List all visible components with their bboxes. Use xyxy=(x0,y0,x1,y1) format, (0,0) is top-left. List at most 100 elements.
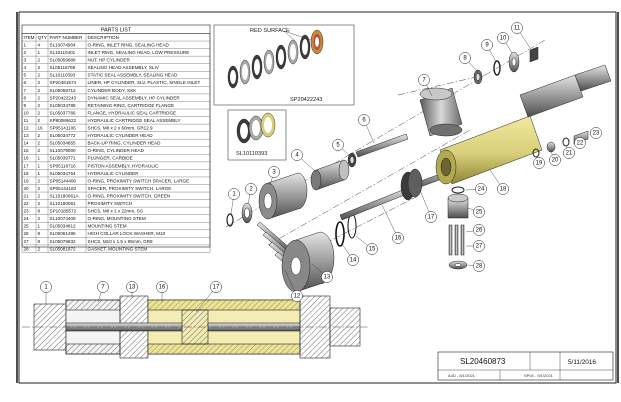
parts-list-cell: 2 xyxy=(38,88,41,93)
parts-list-cell: SL05116769 xyxy=(50,65,76,70)
parts-list-cell: 2 xyxy=(38,133,41,138)
parts-list-cell: 6 xyxy=(24,80,27,85)
parts-list-cell: 17 xyxy=(24,163,30,168)
callout-circle xyxy=(347,254,359,266)
parts-list-cell: SHCS, M8 x 2 x 60mm, GR12.9 xyxy=(88,126,154,131)
section-view xyxy=(22,292,368,364)
part-o-ring-1 xyxy=(226,213,234,227)
parts-list-cell: SL05037766 xyxy=(50,110,77,115)
parts-list-cell: 8 xyxy=(38,209,41,214)
parts-list-cell: SL05039771 xyxy=(50,156,77,161)
callout-number: 8 xyxy=(463,55,467,61)
detail-label-part-number-top: SP20422243 xyxy=(290,97,322,103)
parts-list-cell: SL05034764 xyxy=(50,171,77,176)
callout-circle xyxy=(392,232,404,244)
parts-list-cell: 24 xyxy=(24,216,30,221)
callout-circle xyxy=(590,127,602,139)
parts-list-cell: 19 xyxy=(24,178,30,183)
parts-list-cell: 2 xyxy=(38,148,41,153)
detail-box-static-seal: SL10110393 xyxy=(227,109,287,161)
callout-circle xyxy=(245,183,257,195)
callout-number: 15 xyxy=(369,246,376,252)
callout-circle xyxy=(473,240,485,252)
callout-number: 4 xyxy=(295,152,299,158)
callout-number: 19 xyxy=(536,160,543,166)
drawing-number: SL20460873 xyxy=(460,357,506,366)
callout-circle xyxy=(574,137,586,149)
callout-circle xyxy=(418,74,430,86)
detail-label-red-surface: RED SURFACE xyxy=(250,28,290,34)
parts-list-cell: 2 xyxy=(38,110,41,115)
parts-list-cell: 2 xyxy=(38,246,41,251)
parts-list-cell: 8 xyxy=(38,231,41,236)
part-proximity-green-o-ring xyxy=(562,137,570,147)
parts-list-cell: DYNAMIC SEAL ASSEMBLY, HP CYLINDER xyxy=(88,95,181,100)
parts-list-cell: INLET RING, SEALING HEAD, LOW PRESSURE xyxy=(88,50,190,55)
callout-leader xyxy=(381,204,399,239)
parts-list-cell: O-RING, INLET RING, SEALING HEAD xyxy=(88,42,170,47)
parts-list-cell: 1 xyxy=(38,163,41,168)
callout-circle xyxy=(533,157,545,169)
parts-list-cell: PLUNGER, CARBIDE xyxy=(88,156,133,161)
parts-list-cell: O-RING, PROXIMITY SWITCH SPACER, LARGE xyxy=(88,178,190,183)
parts-list-cell: 8 xyxy=(38,239,41,244)
parts-list-cell: 1 xyxy=(38,50,41,55)
parts-list-cell: 4 xyxy=(24,65,27,70)
parts-list-cell: 2 xyxy=(38,95,41,100)
parts-list-cell: O-RING, MOUNTING STEM xyxy=(88,216,146,221)
parts-list-cell: SP20481574 xyxy=(50,80,77,85)
parts-list-cell: SP05118716 xyxy=(50,163,77,168)
callout-number: 24 xyxy=(478,186,485,192)
parts-list-cell: 2 xyxy=(38,103,41,108)
detail-label-part-number-mid: SL10110393 xyxy=(236,151,267,157)
parts-list-cell: HYDRAULIC CARTRIDGE SEAL ASSEMBLY xyxy=(88,118,181,123)
callout-number: 27 xyxy=(476,243,483,249)
callout-number: 20 xyxy=(552,157,559,163)
parts-list-cell: SL10110393 xyxy=(50,73,76,78)
parts-list-cell: 2 xyxy=(38,216,41,221)
parts-list-cell: 18 xyxy=(24,171,30,176)
callout-circle xyxy=(291,149,303,161)
callout-number: 17 xyxy=(428,214,435,220)
callout-number: 18 xyxy=(500,186,507,192)
drawing-date: 5/11/2016 xyxy=(568,359,596,366)
parts-list-cell: RETAINING RING, CARTRIDGE FLANGE xyxy=(88,103,175,108)
parts-list-cell: HYDRAULIC CYLINDER xyxy=(88,171,140,176)
parts-list-cell: 2 xyxy=(38,73,41,78)
callout-number: 11 xyxy=(514,25,521,31)
section-callout-circle xyxy=(97,281,109,293)
parts-list-cell: SL05061486 xyxy=(50,231,77,236)
parts-list-cell: SP20422243 xyxy=(50,95,77,100)
section-callout-number: 17 xyxy=(213,284,220,290)
callout-circle xyxy=(511,22,523,34)
callout-circle xyxy=(475,183,487,195)
seal-ring-stack-top xyxy=(227,29,324,89)
callout-circle xyxy=(473,260,485,272)
parts-list-header-cell: ITEM xyxy=(24,35,35,40)
parts-list-cell: 11 xyxy=(24,118,29,123)
parts-list-cell: GASKET, MOUNTING STEM xyxy=(88,246,148,251)
parts-list-cell: SP80086622 xyxy=(50,118,77,123)
callout-circle xyxy=(268,166,280,178)
callout-number: 10 xyxy=(500,35,507,41)
seal-ring-stack-mid xyxy=(236,112,276,144)
callout-circle xyxy=(228,188,240,200)
callout-circle xyxy=(563,147,575,159)
callout-number: 28 xyxy=(476,263,483,269)
parts-list-cell: NUT, HP CYLINDER xyxy=(88,58,131,63)
parts-list-cell: SP05141106 xyxy=(50,126,77,131)
parts-list-cell: SP05144490 xyxy=(50,178,77,183)
callout-circle xyxy=(473,206,485,218)
parts-list-cell: 2 xyxy=(38,193,41,198)
part-backup-ring xyxy=(335,221,345,247)
parts-list-cell: SL05034812 xyxy=(50,224,77,229)
callout-circle xyxy=(473,224,485,236)
callout-number: 21 xyxy=(566,150,573,156)
part-plunger xyxy=(339,186,413,221)
parts-list-cell: SL10079000 xyxy=(50,148,77,153)
parts-list-cell: SL05034855 xyxy=(50,141,77,146)
